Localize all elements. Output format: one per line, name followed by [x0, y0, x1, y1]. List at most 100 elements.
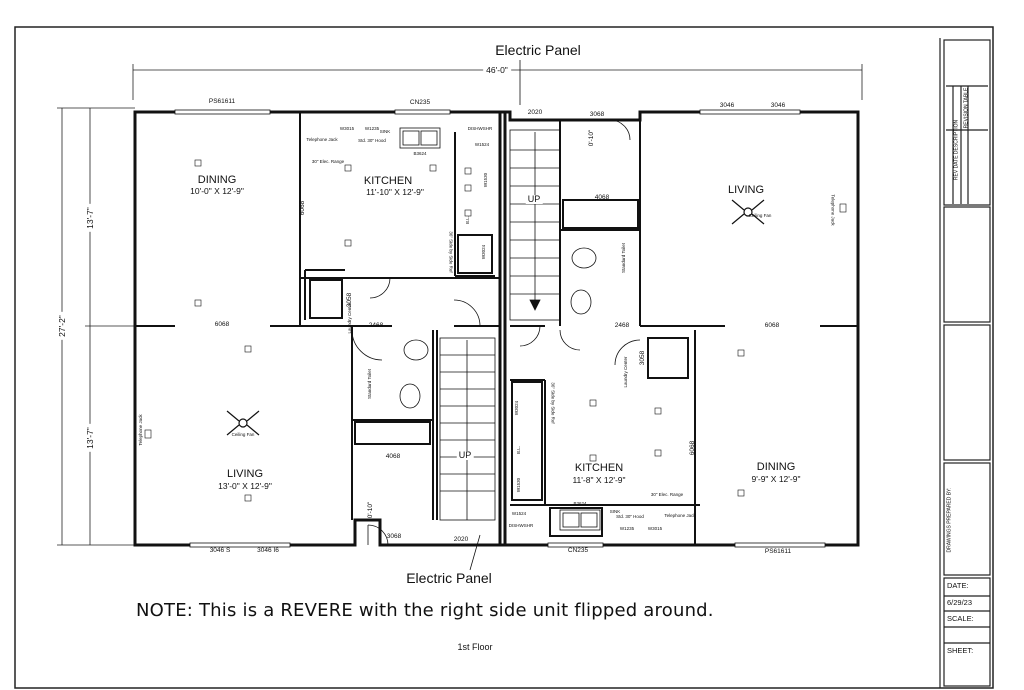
left-w1235-label: W1235: [364, 126, 380, 131]
right-side-by-side-label: 36" Side by Side Ref: [550, 382, 556, 424]
right-kitchen-size: 11'-8" X 12'-9": [572, 475, 626, 485]
revision-table-cols: REV DATE DESCRIPTION: [953, 119, 960, 181]
right-laundry-label: Laundry Center: [622, 356, 628, 388]
panel-leaders: [469, 60, 521, 571]
date-value: 6/29/23: [947, 598, 973, 607]
left-kitchen-size: 11'-10" X 12'-9": [366, 187, 424, 197]
right-w1235-label: W1235: [619, 526, 635, 531]
sheet-label: SHEET:: [947, 646, 974, 655]
drawings-prepared-by: DRAWINGS PREPARED BY:: [946, 487, 953, 553]
left-bl-label: B.L.: [464, 215, 470, 225]
right-door-6068-side: 6068: [688, 440, 696, 456]
overall-depth-dim: 27'-2": [57, 312, 67, 340]
fixture-boxes: [144, 159, 847, 502]
right-kitchen-name: KITCHEN: [574, 462, 624, 474]
right-door-2020: 2020: [527, 109, 543, 116]
bottom-half-depth-dim: 13'-7": [85, 424, 95, 452]
left-side-by-side-label: 36" Side by Side Ref: [448, 231, 454, 273]
right-w1530-label: W1530: [515, 477, 521, 493]
right-telephone-jack-label: Telephone Jack: [830, 194, 836, 226]
revision-table-title: REVISION TABLE: [963, 87, 970, 129]
door-swings: [351, 119, 641, 546]
left-kitchen-name: KITCHEN: [363, 175, 413, 187]
right-dining-size: 9'-9" X 12'-9": [751, 474, 801, 484]
date-label: DATE:: [947, 581, 969, 590]
left-door-2468: 2468: [368, 322, 384, 329]
left-std-hood-label: Std. 30" Hood: [358, 138, 386, 143]
right-stair-label: UP: [525, 194, 543, 204]
left-b3624-label: B3624: [413, 151, 427, 156]
left-door-4068: 4068: [385, 453, 401, 460]
left-door-6068-top: 6068: [298, 200, 306, 216]
stairs-right: [509, 129, 561, 321]
right-ceiling-fan-label: Ceiling Fan: [748, 213, 772, 218]
right-bl-label: B.L.: [515, 445, 521, 455]
left-elec-range-label: 30" Elec. Range: [311, 159, 345, 164]
left-window-bottom-tag-1: 3046 S: [209, 547, 231, 554]
left-door-2020: 2020: [453, 536, 469, 543]
sinks: [399, 127, 601, 531]
left-door-0100: 0'-10": [366, 501, 374, 519]
sheet-border: [14, 26, 994, 689]
left-window-bottom-tag-2: 3046 I6: [257, 547, 279, 554]
plan-note: NOTE: This is a REVERE with the right si…: [136, 600, 714, 621]
top-half-depth-dim: 13'-7": [85, 204, 95, 232]
left-stair-label: UP: [456, 450, 474, 460]
left-telephone-jack-label: Telephone Jack: [137, 414, 143, 446]
right-toilet-label: Standard Toilet: [620, 243, 626, 273]
left-window-top-tag: PS61611: [208, 98, 236, 105]
left-laundry-label: Laundry Center: [346, 302, 352, 334]
dimension-lines: [57, 64, 863, 546]
electric-panel-top-label: Electric Panel: [495, 42, 581, 58]
scale-label: SCALE:: [947, 614, 974, 623]
left-dishwasher-label: DISHWSHR: [467, 126, 493, 131]
left-dining-size: 10'-0" X 12'-9": [190, 186, 244, 196]
right-window-top-tag-1: 3046: [719, 102, 735, 109]
left-w3015-label: W3015: [339, 126, 355, 131]
right-dishwasher-label: DISHWSHR: [508, 523, 534, 528]
right-elec-range-label: 30" Elec. Range: [650, 492, 684, 497]
title-block: [939, 38, 991, 688]
left-w1530-label: W1530: [482, 172, 488, 188]
right-w3015-label: W3015: [647, 526, 663, 531]
left-door-6068-mid: 6068: [214, 321, 230, 328]
ceiling-fans: [226, 199, 765, 436]
left-w3024-label: W3024: [480, 244, 486, 260]
right-dining-name: DINING: [756, 461, 796, 473]
right-living-name: LIVING: [727, 184, 765, 196]
windows: [174, 109, 826, 548]
exterior-walls: [133, 110, 860, 547]
right-door-4068: 4068: [594, 194, 610, 201]
left-living-size: 13'-0" X 12'-9": [218, 481, 272, 491]
electric-panel-bottom-label: Electric Panel: [406, 570, 492, 586]
right-window-top-tag-2: 3046: [770, 102, 786, 109]
left-sink-label: SINK: [379, 129, 391, 134]
right-w1524-label: W1524: [511, 511, 527, 516]
left-ceiling-fan-label: Ceiling Fan: [231, 432, 255, 437]
right-window-bottom-tag: PS61611: [764, 548, 792, 555]
interior-walls: [135, 112, 858, 545]
right-door-0100: 0'-10": [587, 129, 595, 147]
left-door-3068: 3068: [386, 533, 402, 540]
right-door-2468: 2468: [614, 322, 630, 329]
right-tel-jack-kitchen-label: Telephone Jack: [664, 513, 696, 518]
right-b3624-label: B3624: [573, 501, 587, 506]
right-door-3068: 3068: [589, 111, 605, 118]
left-toilet-label: Standard Toilet: [366, 369, 372, 399]
right-window-kitchen-tag: CN235: [567, 547, 589, 554]
floor-label: 1st Floor: [457, 642, 493, 652]
right-std-hood-label: Std. 30" Hood: [616, 514, 644, 519]
right-door-3058: 3058: [638, 350, 646, 366]
left-window-kitchen-tag: CN235: [409, 99, 431, 106]
left-living-name: LIVING: [226, 468, 264, 480]
right-door-6068-mid: 6068: [764, 322, 780, 329]
left-tel-jack-kitchen-label: Telephone Jack: [306, 137, 338, 142]
overall-width-dim: 46'-0": [483, 66, 511, 75]
left-w1524-label: W1524: [474, 142, 490, 147]
left-dining-name: DINING: [197, 174, 237, 186]
stairs-left: [439, 337, 496, 521]
right-w3024-label: W3024: [513, 400, 519, 416]
right-sink-label: SINK: [609, 509, 621, 514]
